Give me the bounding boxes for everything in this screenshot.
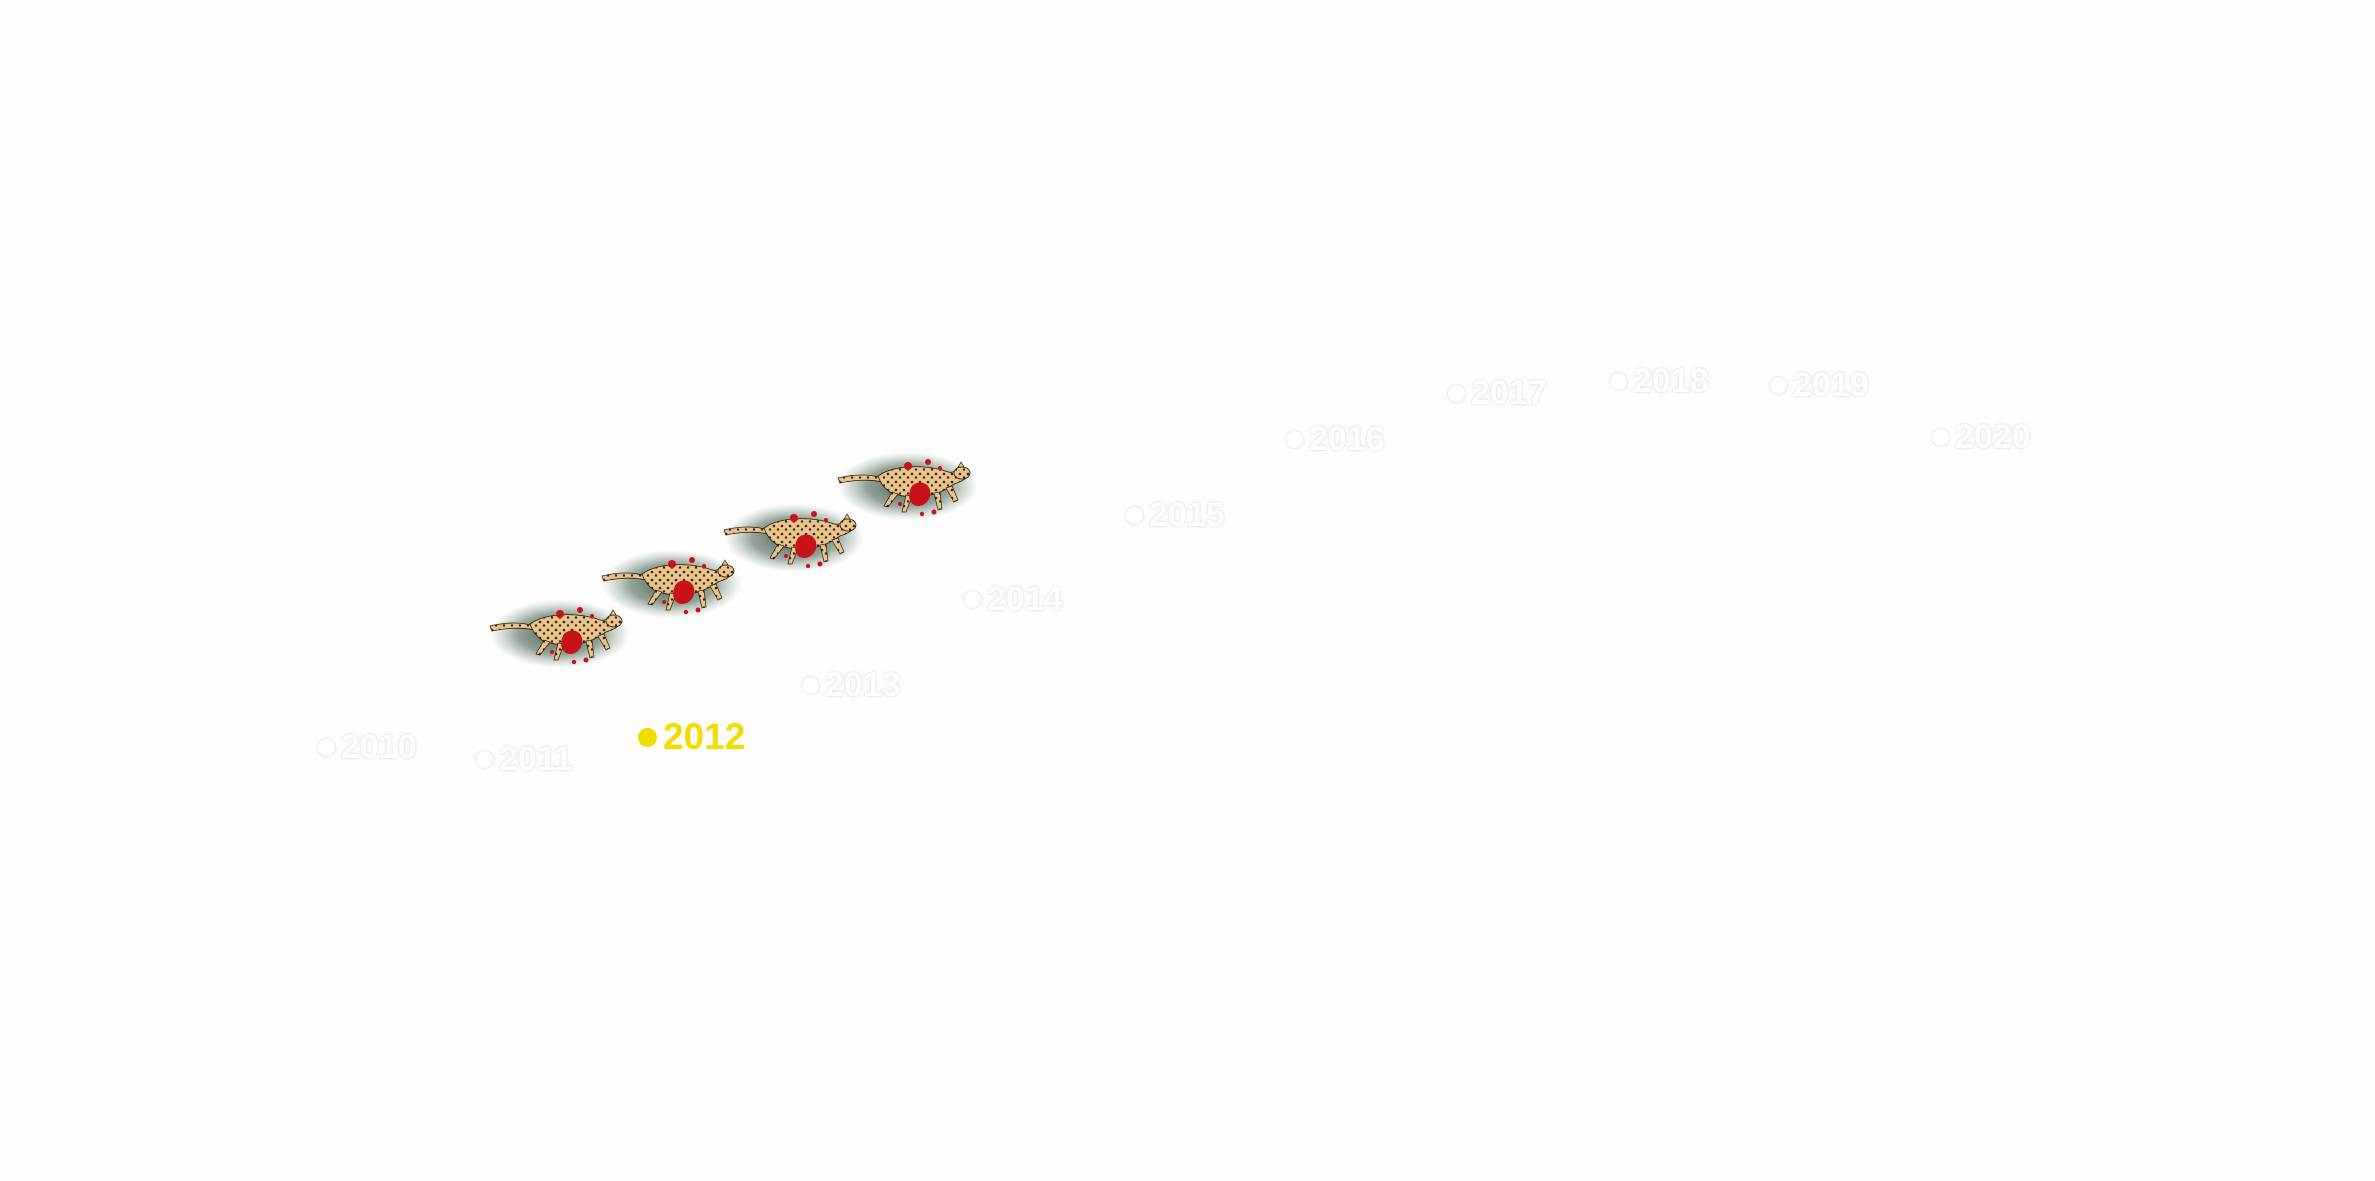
year-dot-icon — [1448, 385, 1465, 402]
year-dot-icon — [638, 727, 657, 747]
year-label: 2010 — [341, 728, 417, 766]
year-label: 2012 — [663, 716, 746, 757]
year-label: 2011 — [499, 740, 573, 778]
year-label: 2018 — [1633, 362, 1709, 400]
year-label: 2014 — [987, 580, 1063, 618]
year-label: 2017 — [1471, 374, 1547, 412]
year-label: 2015 — [1149, 496, 1225, 534]
year-2017[interactable]: 2017 — [1448, 374, 1547, 413]
year-2010[interactable]: 2010 — [318, 728, 417, 767]
year-2016[interactable]: 2016 — [1286, 420, 1385, 459]
year-label: 2020 — [1955, 418, 2031, 456]
year-2018[interactable]: 2018 — [1610, 362, 1709, 401]
year-2012[interactable]: 2012 — [638, 716, 745, 758]
year-dot-icon — [1770, 377, 1787, 394]
year-dot-icon — [1286, 431, 1303, 448]
year-dot-icon — [1932, 429, 1949, 446]
year-2015[interactable]: 2015 — [1126, 496, 1225, 535]
year-dot-icon — [1126, 507, 1143, 524]
year-dot-icon — [802, 677, 819, 694]
year-dot-icon — [1610, 373, 1627, 390]
year-2013[interactable]: 2013 — [802, 666, 901, 705]
year-2019[interactable]: 2019 — [1770, 366, 1869, 405]
year-2011[interactable]: 2011 — [476, 740, 573, 779]
year-dot-icon — [964, 591, 981, 608]
year-2020[interactable]: 2020 — [1932, 418, 2031, 457]
year-label: 2013 — [825, 666, 901, 704]
cheetah-kill-icon[interactable] — [830, 440, 980, 530]
year-dot-icon — [318, 739, 335, 756]
year-label: 2016 — [1309, 420, 1385, 458]
year-dot-icon — [476, 751, 493, 768]
year-label: 2019 — [1793, 366, 1869, 404]
year-2014[interactable]: 2014 — [964, 580, 1063, 619]
